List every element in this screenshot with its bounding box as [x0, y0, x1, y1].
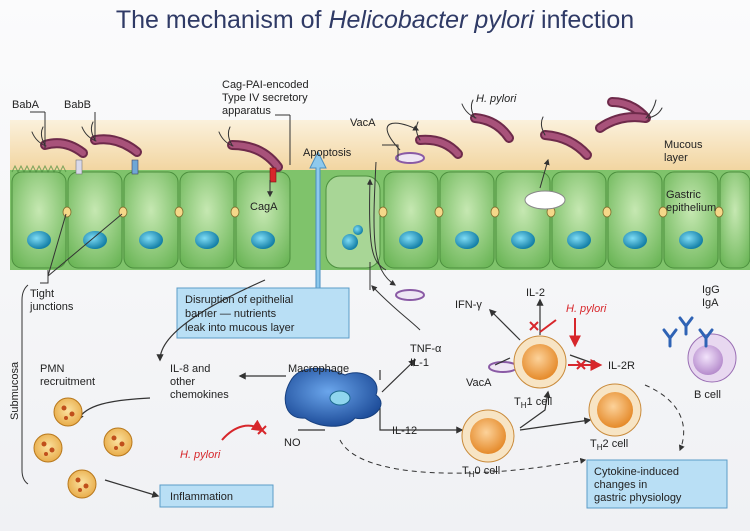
antibody-icons: [662, 316, 714, 348]
th0-cell-icon: [461, 409, 515, 463]
babb-label: BabB: [64, 99, 91, 111]
tnf-alpha-label: TNF-α: [410, 343, 442, 355]
vaca-mid-label: VacA: [466, 377, 492, 389]
ifn-gamma-label: IFN-γ: [455, 299, 482, 311]
disruption-box: [176, 287, 350, 339]
il2-label: IL-2: [526, 287, 545, 299]
disruption-arrow-icon: [309, 150, 327, 291]
vaca-toxin-icons: [395, 152, 518, 373]
internalized-bacterium-icon: [524, 190, 566, 210]
macrophage-label: Macrophage: [288, 363, 349, 375]
hpylori-low-label: H. pylori: [180, 449, 221, 461]
b-cell-label: B cell: [694, 389, 721, 401]
disruption-label-line1: Disruption of epithelial: [185, 294, 293, 306]
tight-junctions-label-line1: Tight: [30, 288, 54, 300]
th0-cell-label: TH0 cell: [462, 465, 500, 479]
tight-junctions-label-line2: junctions: [29, 301, 74, 313]
mucous-label-line1: Mucous: [664, 139, 703, 151]
il12-label: IL-12: [392, 425, 417, 437]
cagpai-label-line1: Cag-PAI-encoded: [222, 79, 309, 91]
il1-label: IL-1: [410, 357, 429, 369]
il8-label-line1: IL-8 and: [170, 363, 210, 375]
cytokine-label-line2: changes in: [594, 479, 647, 491]
cytokine-label-line3: gastric physiology: [594, 492, 682, 504]
disruption-label-line2: barrier — nutrients: [185, 308, 277, 320]
disruption-label-line3: leak into mucous layer: [185, 322, 295, 334]
iga-label: IgA: [702, 297, 719, 309]
il8-label-line3: chemokines: [170, 389, 229, 401]
apoptosis-label: Apoptosis: [303, 147, 352, 159]
submucosa-label: Submucosa: [9, 361, 21, 420]
gastric-epithelium: [10, 164, 750, 270]
th2-cell-label: TH2 cell: [590, 438, 628, 452]
pmn-label-line2: recruitment: [40, 376, 95, 388]
baba-label: BabA: [12, 99, 40, 111]
nucleus-icons: [27, 225, 703, 250]
inflammation-box: [159, 484, 274, 508]
inhibition-x-icons: [257, 321, 586, 435]
macrophage-icon: [284, 367, 382, 427]
il8-label-line2: other: [170, 376, 195, 388]
gastric-label-line2: epithelium: [666, 202, 716, 214]
pmn-label-line1: PMN: [40, 363, 65, 375]
mucous-label-line2: layer: [664, 152, 688, 164]
b-cell-icon: [687, 333, 737, 383]
il2r-label: IL-2R: [608, 360, 635, 372]
page-title: The mechanism of Helicobacter pylori inf…: [115, 6, 635, 34]
cytokine-label-line1: Cytokine-induced: [594, 466, 679, 478]
no-label: NO: [284, 437, 301, 449]
cagpai-label-line2: Type IV secretory: [222, 92, 308, 104]
th1-cell-icon: [513, 335, 567, 389]
caga-label: CagA: [250, 201, 278, 213]
hpylori-mid-label: H. pylori: [566, 303, 607, 315]
cytokine-changes-box: [586, 459, 728, 509]
igg-label: IgG: [702, 284, 720, 296]
inflammation-label: Inflammation: [170, 491, 233, 503]
gastric-label-line1: Gastric: [666, 189, 701, 201]
hpylori-top-label: H. pylori: [476, 93, 517, 105]
h-pylori-bacterium-icons: [31, 97, 663, 183]
th1-cell-label: TH1 cell: [514, 396, 552, 410]
pmn-cell-icons: [33, 397, 133, 499]
th2-cell-icon: [588, 383, 642, 437]
vaca-top-label: VacA: [350, 117, 376, 129]
cagpai-label-line3: apparatus: [222, 105, 271, 117]
